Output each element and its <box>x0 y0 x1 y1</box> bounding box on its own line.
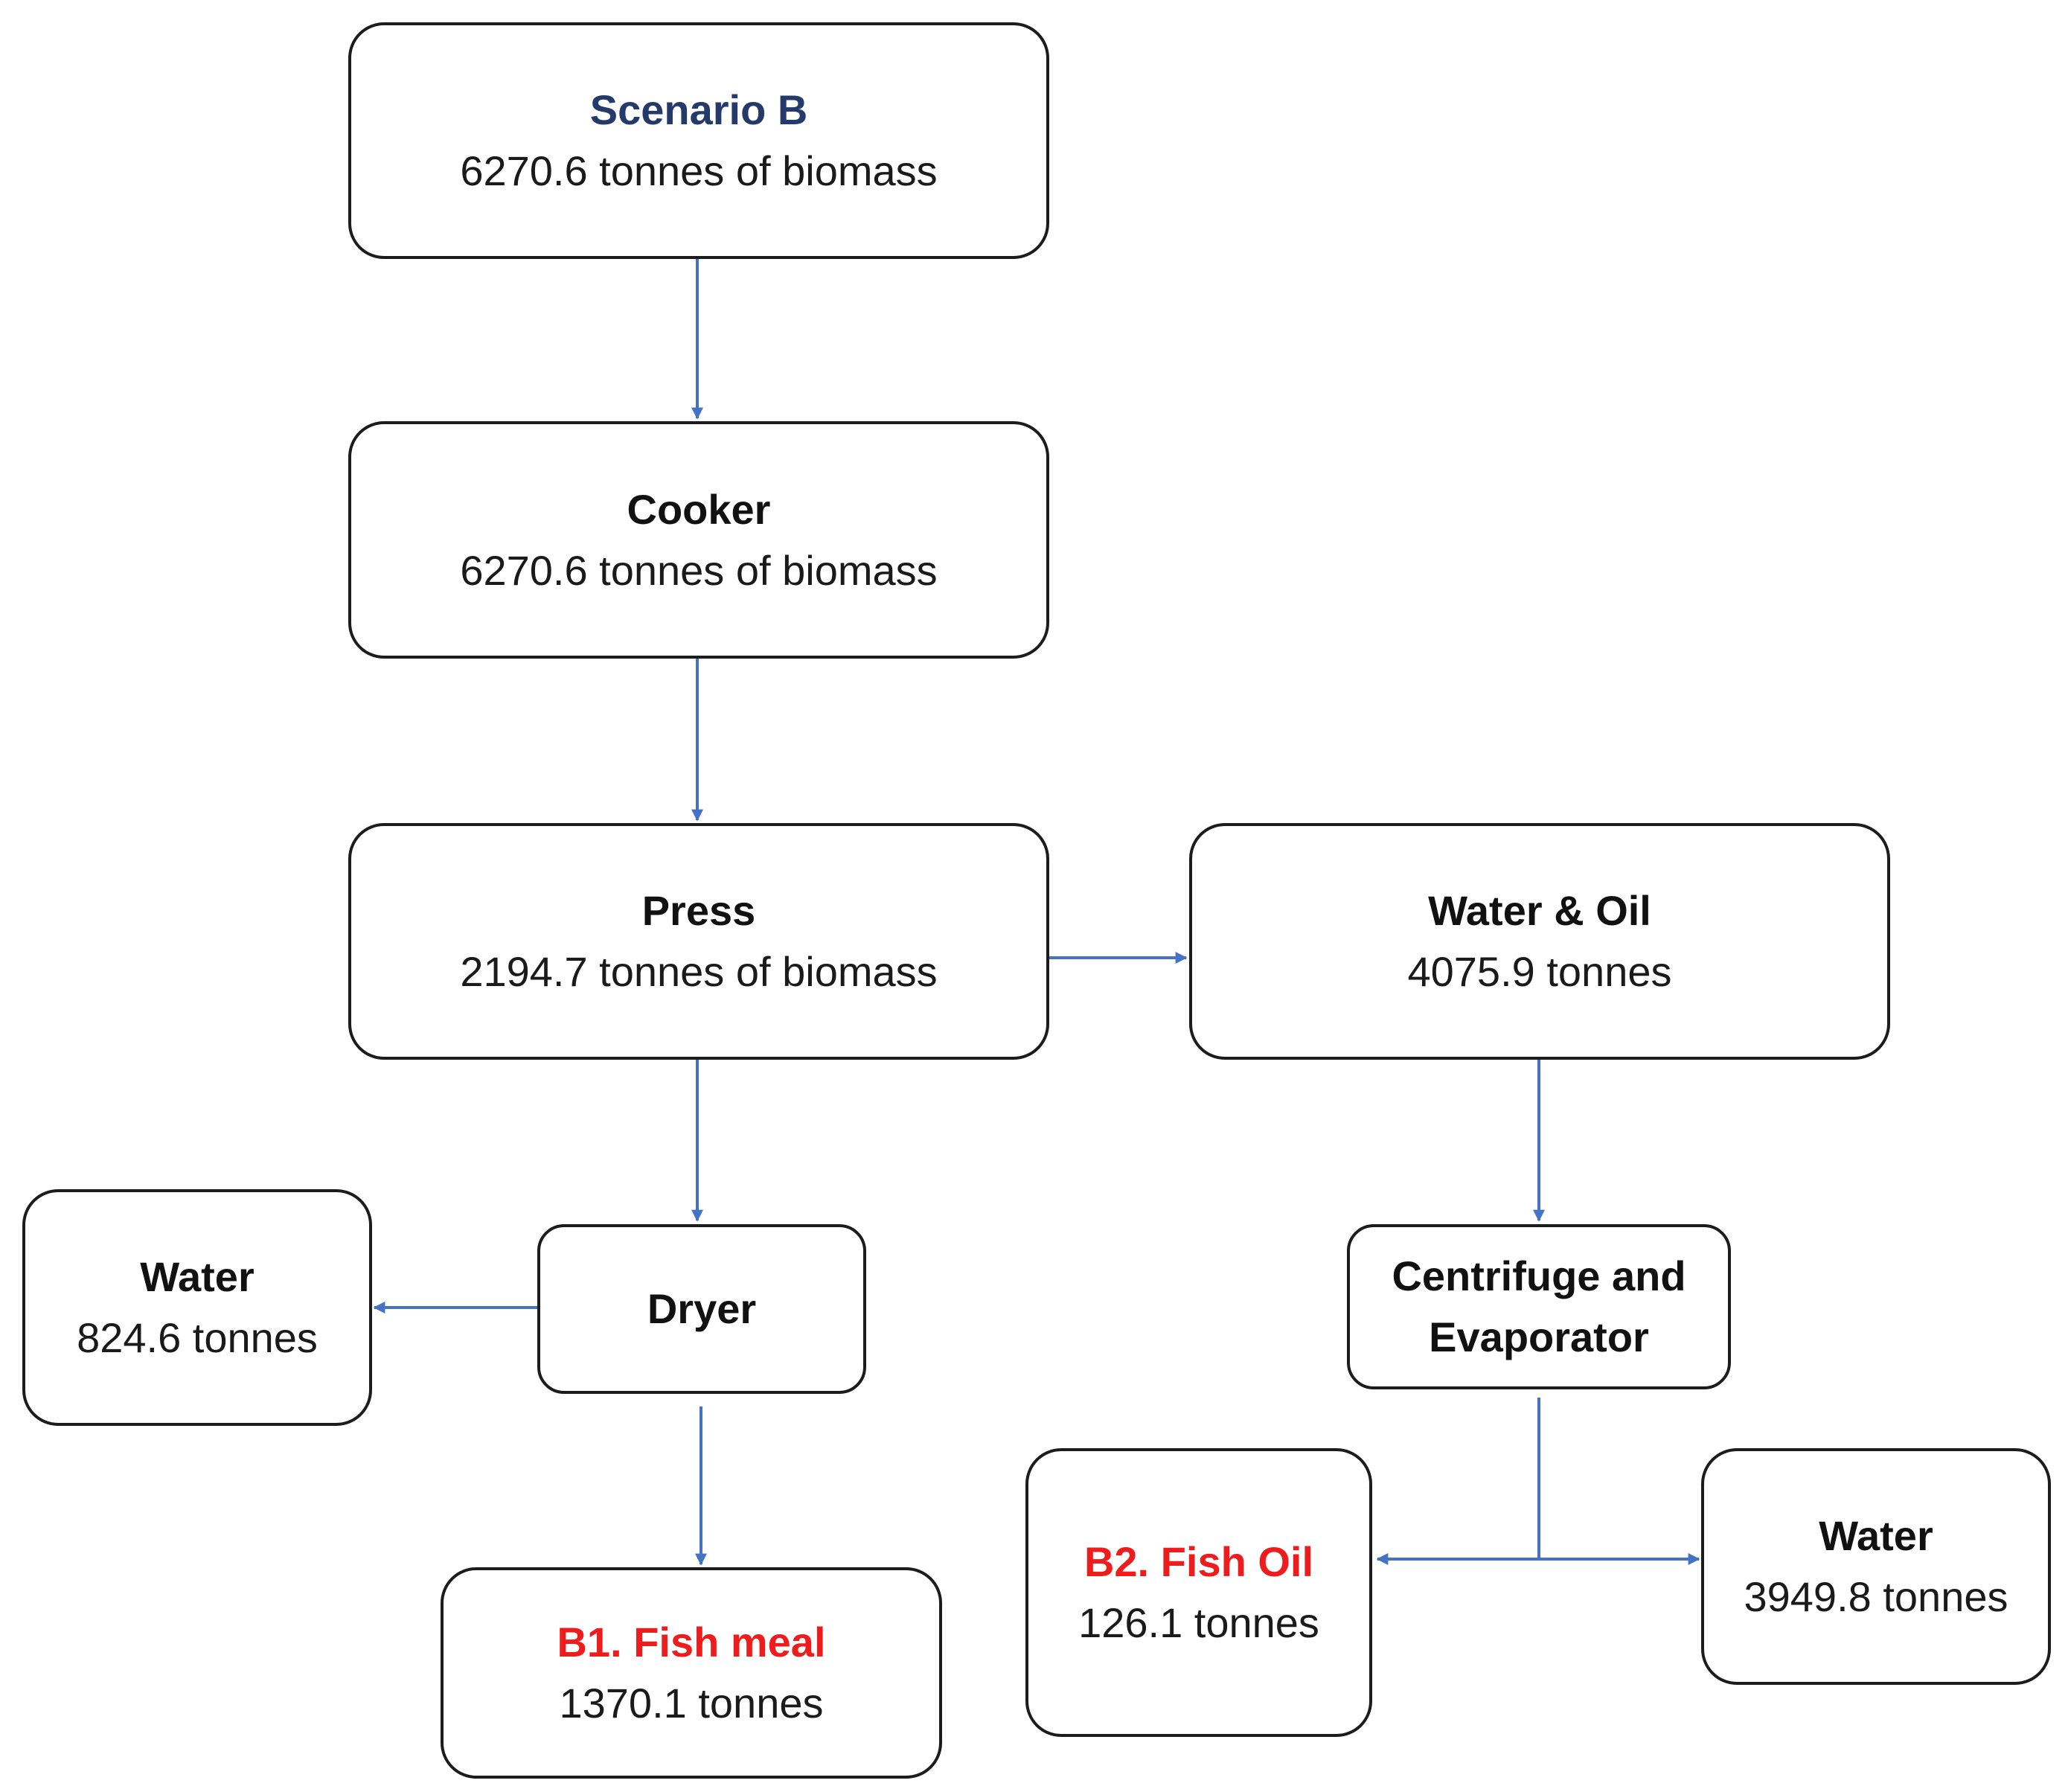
fish-meal-box: B1. Fish meal 1370.1 tonnes <box>441 1567 942 1779</box>
fish-oil-value: 126.1 tonnes <box>1078 1599 1319 1646</box>
scenario-title: Scenario B <box>589 86 808 133</box>
fish-meal-title: B1. Fish meal <box>557 1619 826 1665</box>
evap-water-title: Water <box>1819 1512 1933 1559</box>
evap-water-value: 3949.8 tonnes <box>1744 1573 2008 1620</box>
centrifuge-title: Centrifuge and <box>1392 1252 1686 1299</box>
fish-oil-title: B2. Fish Oil <box>1083 1538 1314 1585</box>
water-oil-title: Water & Oil <box>1428 887 1651 934</box>
scenario-value: 6270.6 tonnes of biomass <box>460 147 938 194</box>
press-title: Press <box>641 887 756 934</box>
fish-meal-value: 1370.1 tonnes <box>559 1680 824 1727</box>
dryer-box: Dryer <box>537 1224 866 1394</box>
fish-oil-box: B2. Fish Oil 126.1 tonnes <box>1025 1448 1372 1737</box>
water-oil-value: 4075.9 tonnes <box>1407 948 1672 995</box>
dryer-title: Dryer <box>647 1285 757 1332</box>
dryer-water-title: Water <box>140 1253 255 1300</box>
cooker-value: 6270.6 tonnes of biomass <box>460 546 938 594</box>
centrifuge-title-line2: Evaporator <box>1429 1313 1649 1360</box>
evap-water-box: Water 3949.8 tonnes <box>1701 1448 2051 1685</box>
water-oil-box: Water & Oil 4075.9 tonnes <box>1189 823 1890 1060</box>
centrifuge-box: Centrifuge and Evaporator <box>1347 1224 1731 1389</box>
press-box: Press 2194.7 tonnes of biomass <box>348 823 1049 1060</box>
cooker-box: Cooker 6270.6 tonnes of biomass <box>348 421 1049 659</box>
scenario-box: Scenario B 6270.6 tonnes of biomass <box>348 22 1049 259</box>
cooker-title: Cooker <box>627 485 771 533</box>
dryer-water-value: 824.6 tonnes <box>77 1314 318 1361</box>
press-value: 2194.7 tonnes of biomass <box>460 948 938 995</box>
dryer-water-box: Water 824.6 tonnes <box>22 1189 372 1426</box>
